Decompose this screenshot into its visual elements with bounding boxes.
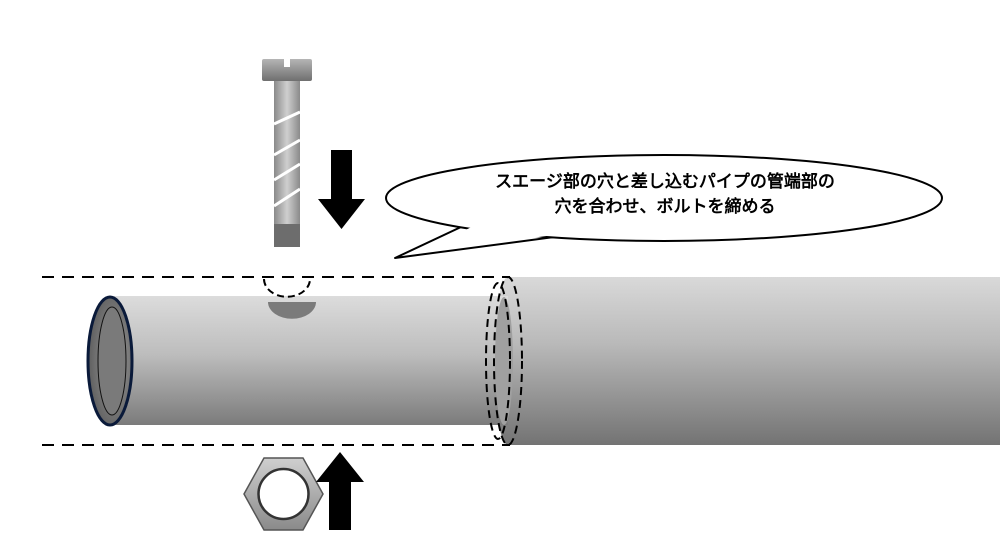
inserted-pipe bbox=[86, 295, 513, 427]
hex-nut-icon bbox=[243, 457, 324, 531]
callout-line-2: 穴を合わせ、ボルトを締める bbox=[554, 197, 776, 217]
arrow-up-icon bbox=[316, 452, 364, 530]
bolt-icon bbox=[262, 59, 312, 247]
pipe-hole bbox=[268, 302, 316, 319]
arrow-down-icon bbox=[318, 150, 365, 229]
callout-bubble bbox=[385, 154, 943, 259]
swage-outline-dashed bbox=[42, 276, 523, 446]
swage-pipe bbox=[494, 277, 1000, 445]
callout-text: スエージ部の穴と差し込むパイプの管端部の 穴を合わせ、ボルトを締める bbox=[430, 170, 900, 220]
callout-line-1: スエージ部の穴と差し込むパイプの管端部の bbox=[495, 172, 835, 192]
